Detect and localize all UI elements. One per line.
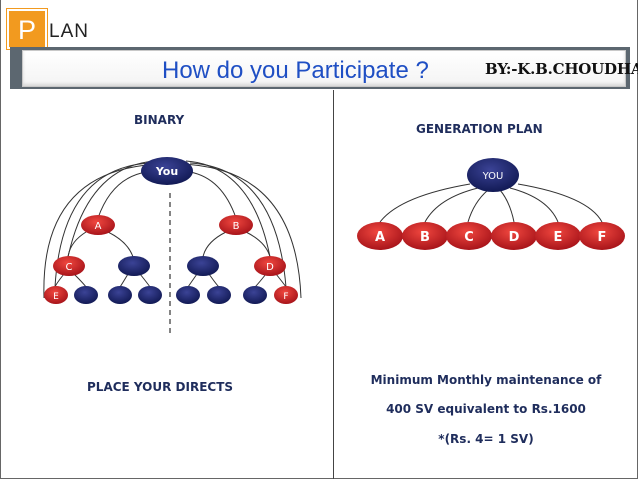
generation-node-b-label: B: [420, 230, 430, 245]
binary-node-f-label: F: [283, 292, 288, 302]
generation-node-a: A: [357, 222, 403, 250]
slide-frame-left: [0, 0, 1, 479]
binary-node-d-label: D: [266, 262, 274, 273]
binary-node-b-label: B: [233, 221, 240, 232]
generation-node-a-label: A: [375, 230, 385, 245]
binary-leaf-navy-4: [176, 286, 200, 304]
binary-node-you-label: You: [155, 165, 178, 178]
logo-word-rest: LAN: [49, 21, 89, 42]
generation-node-d-label: D: [509, 230, 520, 245]
generation-footer-line-1: Minimum Monthly maintenance of: [370, 373, 602, 387]
generation-node-b: B: [402, 222, 448, 250]
binary-node-you: You: [141, 157, 193, 185]
generation-node-you: YOU: [467, 158, 519, 192]
title-bar: How do you Participate ? BY:-K.B.CHOUDHA…: [10, 47, 638, 89]
binary-node-c-label: C: [66, 262, 73, 273]
generation-node-c: C: [446, 222, 492, 250]
slide-title: How do you Participate ?: [162, 57, 429, 84]
binary-leaf-navy-5: [207, 286, 231, 304]
binary-leaf-navy-1: [74, 286, 98, 304]
generation-connectors: [379, 183, 603, 223]
generation-heading: GENERATION PLAN: [416, 122, 543, 136]
generation-node-d: D: [491, 222, 537, 250]
binary-node-b: B: [219, 215, 253, 235]
binary-node-d: D: [254, 256, 286, 276]
binary-heading: BINARY: [134, 113, 185, 127]
binary-leaf-navy-6: [243, 286, 267, 304]
binary-node-a-label: A: [95, 221, 102, 232]
binary-leaf-navy-2: [108, 286, 132, 304]
binary-node-e: E: [44, 286, 68, 304]
binary-leaf-navy-3: [138, 286, 162, 304]
column-divider: [333, 90, 334, 479]
binary-footer-text: PLACE YOUR DIRECTS: [87, 380, 234, 394]
binary-node-f: F: [274, 286, 298, 304]
logo-letter-box: P: [7, 9, 47, 49]
generation-node-f: F: [579, 222, 625, 250]
generation-node-e-label: E: [554, 230, 563, 245]
generation-node-you-label: YOU: [482, 171, 504, 182]
generation-node-c-label: C: [464, 230, 474, 245]
binary-node-right-spillover: [187, 256, 219, 276]
generation-footer-line-2: 400 SV equivalent to Rs.1600: [386, 402, 586, 416]
slide-author: BY:-K.B.CHOUDHARY: [485, 60, 638, 78]
generation-footer-line-3: *(Rs. 4= 1 SV): [438, 432, 534, 446]
binary-node-e-label: E: [53, 292, 59, 302]
binary-node-c: C: [53, 256, 85, 276]
generation-node-e: E: [535, 222, 581, 250]
binary-node-left-spillover: [118, 256, 150, 276]
binary-node-a: A: [81, 215, 115, 235]
generation-node-f-label: F: [598, 230, 607, 245]
title-panel: How do you Participate ? BY:-K.B.CHOUDHA…: [22, 50, 638, 87]
